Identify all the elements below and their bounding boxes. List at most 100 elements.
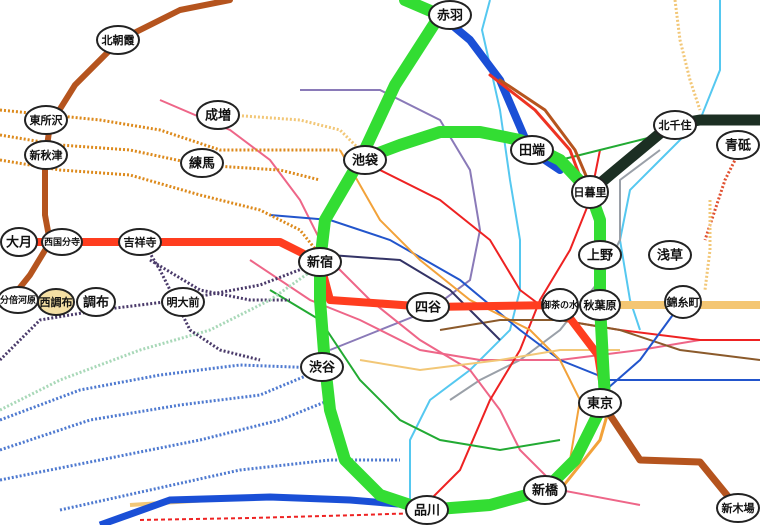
station-label: 東所沢	[30, 113, 64, 127]
station-label: 新宿	[307, 255, 333, 271]
station-omiya-ish[interactable]: 大月	[0, 227, 38, 257]
station-label: 練馬	[189, 156, 215, 172]
station-shinjuku[interactable]: 新宿	[298, 247, 342, 277]
station-chofu[interactable]: 調布	[76, 287, 116, 317]
station-shinagawa[interactable]: 品川	[405, 495, 449, 525]
station-shin-akitsu[interactable]: 新秋津	[24, 140, 68, 170]
yamanote-line	[314, 0, 611, 516]
seibu-ikebukuro-line	[0, 133, 321, 182]
station-marker	[541, 288, 579, 322]
station-marker	[161, 287, 205, 317]
station-akabane[interactable]: 赤羽	[428, 0, 472, 30]
station-label: 錦糸町	[667, 295, 700, 309]
station-marker	[96, 25, 140, 55]
station-bubaigawara[interactable]: 分倍河原	[0, 286, 39, 314]
tokyu-meguro	[0, 398, 331, 482]
tokyu-toyoko	[0, 363, 321, 422]
station-label: 御茶の水	[541, 299, 579, 311]
station-label: 北朝霞	[102, 33, 136, 47]
tokyu-denentoshi	[0, 368, 321, 452]
station-marker	[716, 493, 760, 523]
station-label: 成増	[205, 108, 231, 124]
station-marker	[523, 475, 567, 505]
station-marker	[37, 288, 75, 316]
station-kinshicho[interactable]: 錦糸町	[664, 285, 702, 319]
station-marker	[76, 287, 116, 317]
rinkai-line	[98, 493, 411, 525]
line-orange-thin	[339, 149, 582, 461]
station-marker	[196, 100, 240, 130]
station-ueno[interactable]: 上野	[578, 240, 622, 270]
station-marker	[298, 247, 342, 277]
station-label: 大月	[6, 235, 32, 251]
station-nishi-chofu[interactable]: 西調布	[37, 288, 75, 316]
station-marker	[24, 105, 68, 135]
station-akihabara[interactable]: 秋葉原	[579, 289, 621, 321]
station-shin-kiba[interactable]: 新木場	[716, 493, 760, 523]
line-yellow-thin	[359, 349, 620, 372]
station-marker	[664, 285, 702, 319]
station-kichijoji[interactable]: 吉祥寺	[118, 228, 162, 256]
odakyu-line	[0, 263, 321, 412]
station-ochanomizu[interactable]: 御茶の水	[541, 288, 579, 322]
station-asakusa[interactable]: 浅草	[648, 240, 692, 270]
keisei-line	[703, 149, 742, 241]
station-nippori[interactable]: 日暮里	[571, 175, 609, 209]
line-sky-2	[618, 0, 721, 331]
station-kita-asaka[interactable]: 北朝霞	[96, 25, 140, 55]
tobu-tojo-narimasu	[229, 113, 362, 152]
station-label: 西調布	[40, 295, 73, 309]
station-marker	[653, 110, 697, 140]
station-label: 東京	[587, 396, 613, 412]
jr-major-lines	[7, 0, 760, 509]
station-marker	[24, 140, 68, 170]
station-marker	[510, 135, 554, 165]
station-yotsuya[interactable]: 四谷	[406, 292, 450, 322]
station-marker	[300, 352, 344, 382]
station-marker	[648, 240, 692, 270]
station-shinbashi[interactable]: 新橋	[523, 475, 567, 505]
line-pink	[159, 99, 641, 506]
station-label: 吉祥寺	[124, 235, 157, 249]
station-marker	[41, 228, 83, 256]
station-tokyo[interactable]: 東京	[578, 388, 622, 418]
station-marker	[579, 289, 621, 321]
station-marker	[406, 292, 450, 322]
tokyu-ikegami	[59, 458, 400, 512]
station-tabata[interactable]: 田端	[510, 135, 554, 165]
station-kita-senju[interactable]: 北千住	[653, 110, 697, 140]
station-label: 明大前	[167, 295, 200, 309]
keikyu-line	[139, 512, 421, 521]
tsukuba-line	[673, 0, 702, 111]
keiyo-line	[596, 396, 739, 509]
station-label: 四谷	[415, 300, 442, 316]
station-marker	[428, 0, 472, 30]
station-meidaimae[interactable]: 明大前	[161, 287, 205, 317]
station-label: 秋葉原	[584, 298, 617, 312]
station-marker	[578, 388, 622, 418]
station-label: 西国分寺	[44, 236, 80, 248]
sobu-rapid	[599, 304, 681, 396]
station-aoto[interactable]: 青砥	[716, 130, 760, 160]
utsunomiya-line	[498, 78, 592, 187]
station-label: 新木場	[722, 501, 755, 515]
station-marker	[571, 175, 609, 209]
station-shibuya[interactable]: 渋谷	[300, 352, 344, 382]
kichijoji-dashed	[143, 244, 261, 362]
station-label: 調布	[83, 295, 109, 311]
station-narimasu[interactable]: 成増	[196, 100, 240, 130]
station-marker	[405, 495, 449, 525]
station-nishi-kokubunji[interactable]: 西国分寺	[41, 228, 83, 256]
station-ikebukuro[interactable]: 池袋	[343, 145, 387, 175]
station-marker	[716, 130, 760, 160]
station-higashi-tokorozawa[interactable]: 東所沢	[24, 105, 68, 135]
station-marker	[118, 228, 162, 256]
station-label: 北千住	[659, 118, 692, 132]
station-label: 池袋	[352, 153, 379, 169]
station-nerima[interactable]: 練馬	[180, 148, 224, 178]
tobu-tojo-line	[0, 108, 340, 152]
station-marker	[0, 227, 38, 257]
station-label: 青砥	[725, 138, 751, 154]
station-marker	[180, 148, 224, 178]
